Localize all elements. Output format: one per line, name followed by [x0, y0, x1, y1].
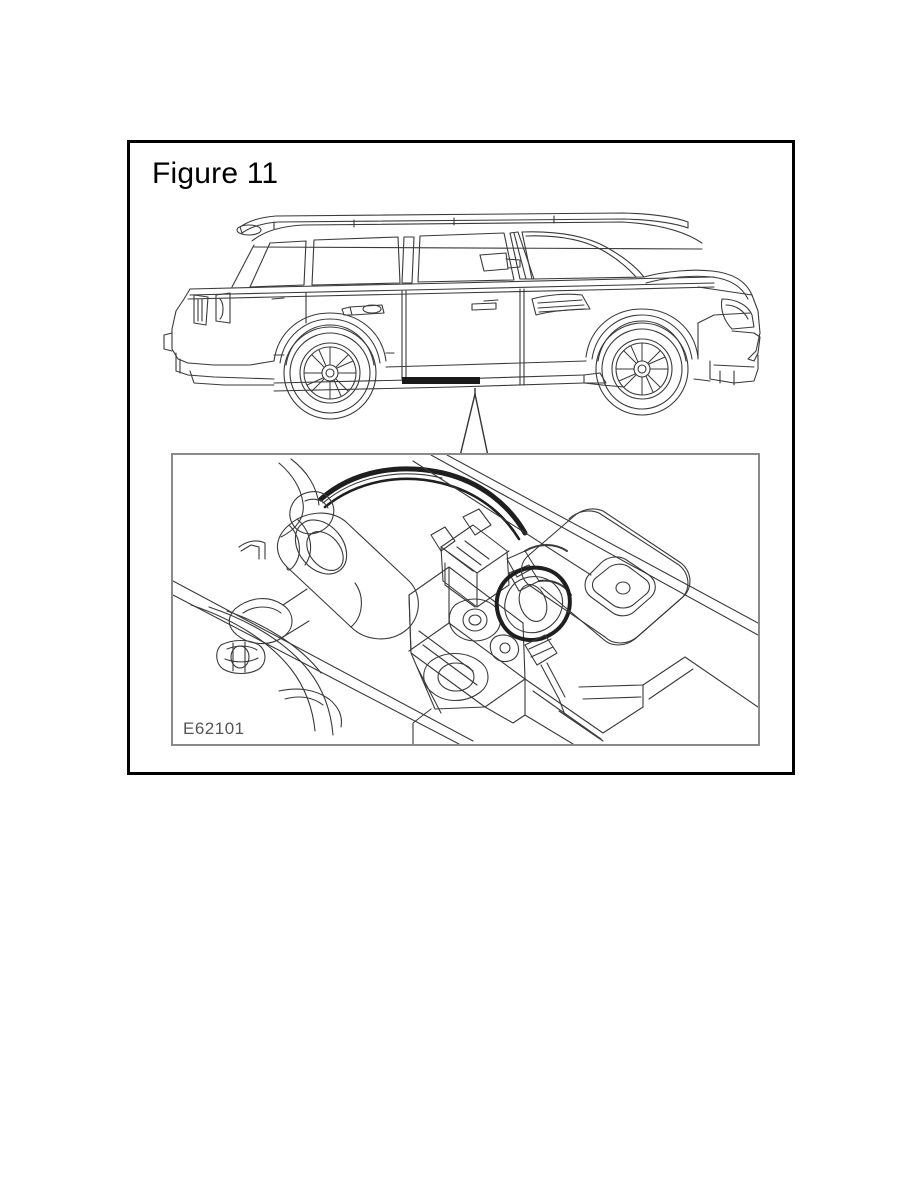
vehicle-illustration: [163, 212, 761, 420]
page-title: Figure 11: [152, 157, 279, 190]
figure-frame: Figure 11: [127, 140, 795, 775]
part-code-label: E62101: [183, 719, 245, 738]
detail-illustration: [173, 455, 758, 744]
detail-inset-panel: E62101: [171, 453, 760, 746]
callout-leader-line: [459, 388, 489, 457]
